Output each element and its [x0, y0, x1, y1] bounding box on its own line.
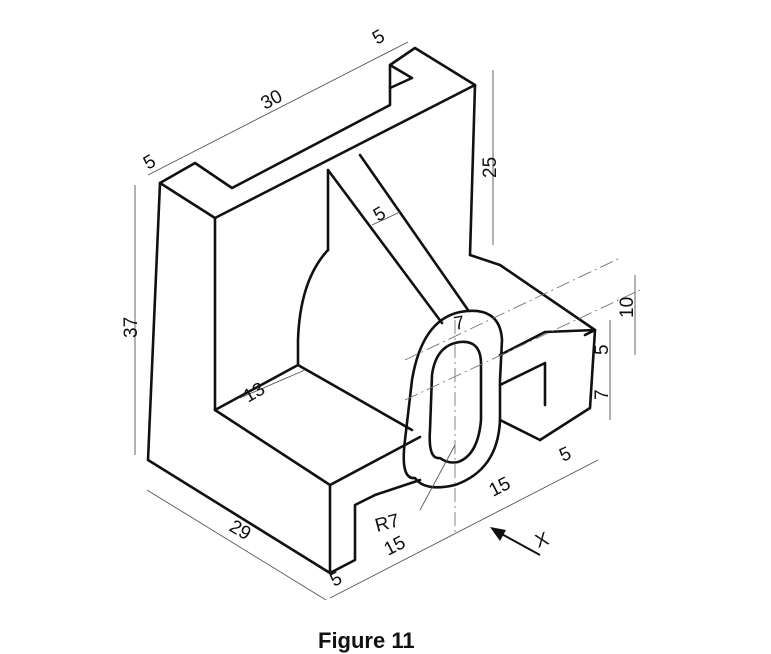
dim-back-height: 25: [480, 157, 501, 178]
dimension-labels: 5 30 5 25 5 37 13 29 7 10 5 7 5 15 R7 15…: [121, 26, 638, 592]
dim-right-foot: 5: [556, 443, 574, 467]
dim-right-step-low: 7: [592, 389, 613, 400]
isometric-drawing: 5 30 5 25 5 37 13 29 7 10 5 7 5 15 R7 15…: [121, 26, 641, 601]
dim-right-step-mid: 5: [592, 344, 613, 355]
dim-right-step-top: 10: [617, 297, 638, 318]
dim-slot-to-end: 15: [486, 473, 514, 501]
dim-front-foot: 5: [327, 568, 346, 592]
dim-overall-height: 37: [121, 317, 142, 338]
arrowhead-icon: [490, 527, 506, 541]
center-lines: [404, 257, 641, 535]
dim-slot-offset: 15: [381, 532, 409, 560]
dim-top-right-lip: 5: [369, 26, 389, 49]
object-outline: [146, 46, 597, 575]
dim-top-length: 30: [257, 86, 286, 114]
dim-slot-width: 7: [452, 312, 466, 335]
view-direction-arrow: X: [490, 527, 552, 556]
dimension-lines: [134, 41, 636, 601]
dim-rib-thickness: 5: [370, 203, 390, 226]
view-label: X: [533, 529, 552, 553]
figure-caption: Figure 11: [318, 628, 415, 653]
